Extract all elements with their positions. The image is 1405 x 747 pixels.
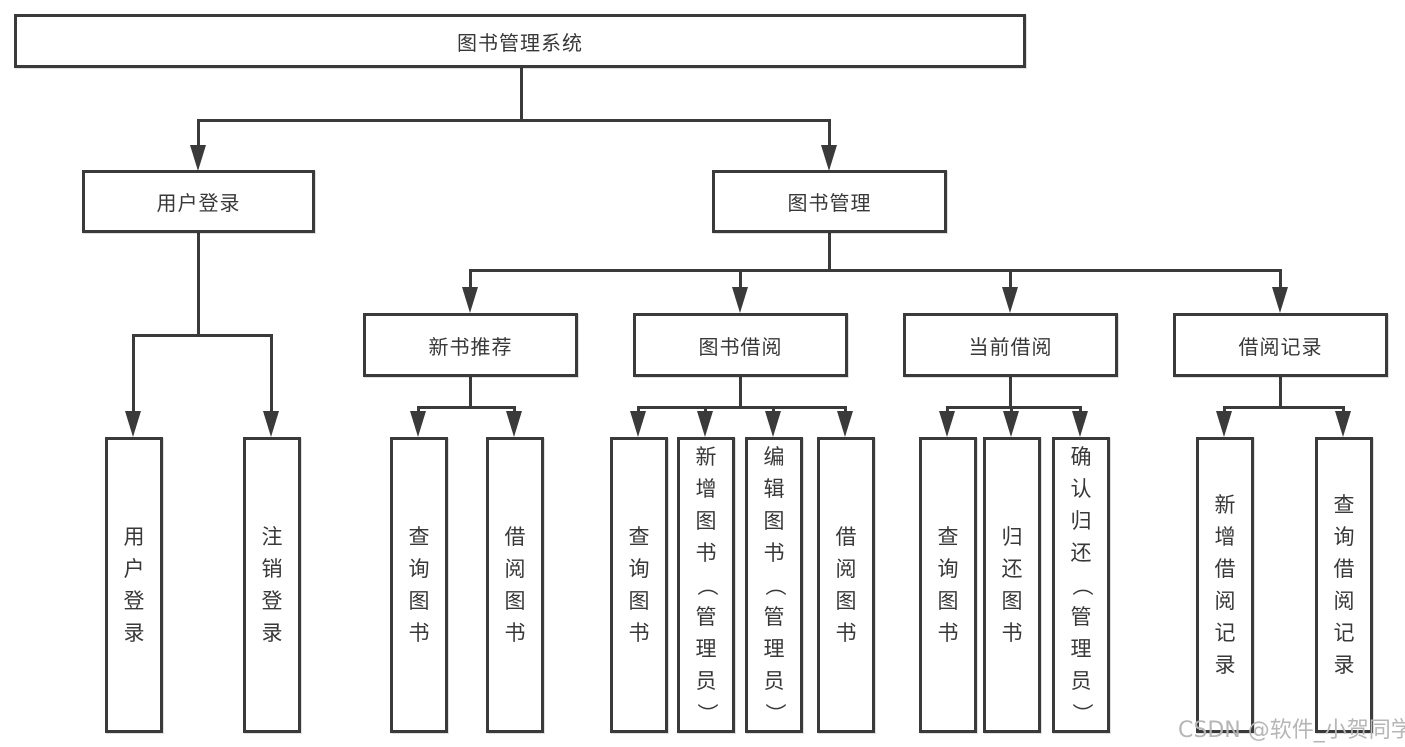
node-root-system: 图书管理系统 — [14, 14, 1026, 68]
leaf-query-books: 查询图书 — [610, 437, 668, 733]
connector-line — [1009, 377, 1012, 408]
arrow-down-icon — [190, 145, 206, 171]
connector-line — [197, 119, 200, 150]
node-user-login: 用户登录 — [82, 170, 315, 233]
arrow-down-icon — [125, 411, 141, 437]
connector-line — [197, 233, 200, 336]
leaf-query-books: 查询图书 — [919, 437, 977, 733]
connector-line — [1279, 377, 1282, 408]
arrow-down-icon — [821, 145, 837, 171]
arrow-down-icon — [1002, 287, 1018, 313]
connector-line — [270, 334, 273, 416]
connector-line — [946, 406, 1082, 409]
arrow-down-icon — [732, 287, 748, 313]
node-label: 查询图书 — [628, 524, 650, 645]
arrow-down-icon — [1272, 287, 1288, 313]
node-label: 归还图书 — [1001, 524, 1023, 645]
connector-line — [828, 233, 831, 271]
node-label: 查询图书 — [937, 524, 959, 645]
connector-line — [469, 269, 472, 293]
node-label: 借阅图书 — [835, 524, 857, 645]
node-label: 新增图书（管理员） — [694, 444, 719, 724]
connector-line — [132, 334, 135, 416]
arrow-down-icon — [410, 411, 426, 437]
node-borrow-records: 借阅记录 — [1173, 313, 1388, 377]
leaf-borrow-books: 借阅图书 — [486, 437, 544, 733]
leaf-query-books: 查询图书 — [390, 437, 448, 733]
connector-line — [1009, 269, 1012, 293]
connector-line — [469, 377, 472, 408]
node-label: 当前借阅 — [968, 334, 1053, 359]
arrow-down-icon — [506, 411, 522, 437]
connector-line — [1223, 406, 1345, 409]
node-current-borrow: 当前借阅 — [903, 313, 1118, 377]
node-label: 注销登录 — [261, 524, 283, 645]
connector-line — [637, 406, 847, 409]
node-label: 用户登录 — [156, 191, 241, 215]
leaf-edit-books-admin: 编辑图书（管理员） — [745, 437, 803, 733]
connector-line — [469, 269, 1282, 272]
leaf-user-login: 用户登录 — [105, 437, 163, 733]
arrow-down-icon — [765, 411, 781, 437]
watermark: CSDN @软件_小贺同学 — [1178, 718, 1405, 743]
connector-line — [1279, 269, 1282, 293]
arrow-down-icon — [1216, 411, 1232, 437]
arrow-down-icon — [837, 411, 853, 437]
leaf-query-borrow-record: 查询借阅记录 — [1315, 437, 1373, 733]
connector-line — [197, 119, 831, 122]
node-book-management: 图书管理 — [712, 170, 947, 233]
node-label: 查询图书 — [408, 524, 430, 645]
leaf-logout: 注销登录 — [243, 437, 301, 733]
leaf-add-borrow-record: 新增借阅记录 — [1196, 437, 1254, 733]
connector-line — [828, 119, 831, 150]
arrow-down-icon — [462, 287, 478, 313]
node-label: 查询借阅记录 — [1333, 492, 1355, 677]
leaf-return-books: 归还图书 — [983, 437, 1041, 733]
arrow-down-icon — [263, 411, 279, 437]
node-label: 图书管理系统 — [457, 30, 583, 55]
node-label: 图书管理 — [787, 191, 872, 215]
arrow-down-icon — [1335, 411, 1351, 437]
arrow-down-icon — [697, 411, 713, 437]
leaf-add-books-admin: 新增图书（管理员） — [677, 437, 735, 733]
node-book-borrow: 图书借阅 — [633, 313, 848, 377]
connector-line — [132, 334, 273, 337]
leaf-confirm-return-admin: 确认归还（管理员） — [1052, 437, 1110, 733]
node-label: 编辑图书（管理员） — [762, 444, 787, 724]
node-label: 图书借阅 — [698, 334, 783, 359]
node-label: 新增借阅记录 — [1214, 492, 1236, 677]
leaf-borrow-books: 借阅图书 — [817, 437, 875, 733]
connector-line — [417, 406, 516, 409]
arrow-down-icon — [630, 411, 646, 437]
node-new-book-recommend: 新书推荐 — [363, 313, 578, 377]
connector-line — [520, 68, 523, 121]
node-label: 新书推荐 — [428, 334, 513, 359]
connector-line — [739, 377, 742, 408]
arrow-down-icon — [1072, 411, 1088, 437]
node-label: 借阅图书 — [504, 524, 526, 645]
node-label: 借阅记录 — [1238, 334, 1323, 359]
connector-line — [739, 269, 742, 293]
node-label: 确认归还（管理员） — [1069, 444, 1094, 724]
arrow-down-icon — [939, 411, 955, 437]
arrow-down-icon — [1003, 411, 1019, 437]
node-label: 用户登录 — [123, 524, 145, 645]
